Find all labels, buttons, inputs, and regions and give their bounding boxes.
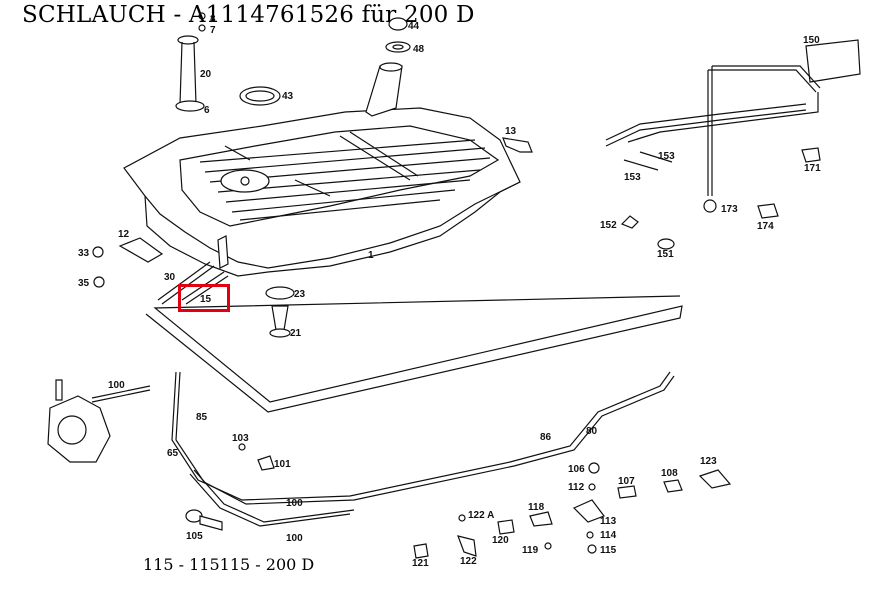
- filler-neck[interactable]: [365, 62, 403, 117]
- label-35: 35: [78, 278, 90, 289]
- label-23: 23: [294, 289, 306, 300]
- strainer-21[interactable]: [269, 305, 291, 338]
- fuel-tank[interactable]: [123, 107, 521, 277]
- highlight-box-part-15: [178, 284, 230, 312]
- label-44: 44: [408, 21, 420, 32]
- label-153-left: 153: [624, 172, 641, 183]
- stud-106[interactable]: [588, 462, 600, 474]
- fuel-sender-unit[interactable]: [175, 12, 206, 112]
- label-173: 173: [721, 204, 738, 215]
- hose-153b[interactable]: [639, 151, 673, 163]
- label-100-bottom: 100: [286, 533, 303, 544]
- label-100-mid: 100: [286, 498, 303, 509]
- washer-114[interactable]: [586, 531, 594, 539]
- label-15: 15: [200, 294, 212, 305]
- screw-122a[interactable]: [458, 514, 466, 522]
- washer-112[interactable]: [588, 483, 596, 491]
- label-85: 85: [196, 412, 208, 423]
- fuel-line-routing: [91, 295, 683, 527]
- tank-cap[interactable]: [385, 17, 411, 53]
- label-12: 12: [118, 229, 130, 240]
- screw-119[interactable]: [544, 542, 552, 550]
- label-151: 151: [657, 249, 674, 260]
- clip-101[interactable]: [257, 455, 275, 471]
- clip-118[interactable]: [529, 511, 553, 527]
- washer-33[interactable]: [92, 246, 104, 258]
- label-13: 13: [505, 126, 517, 137]
- gasket-23[interactable]: [265, 286, 295, 300]
- clamp-120[interactable]: [497, 519, 515, 535]
- nut-35[interactable]: [93, 276, 105, 288]
- label-119: 119: [522, 545, 539, 556]
- label-107: 107: [618, 476, 635, 487]
- label-123: 123: [700, 456, 717, 467]
- label-118: 118: [528, 502, 545, 513]
- canister-150[interactable]: [605, 39, 861, 196]
- label-174: 174: [757, 221, 774, 232]
- tank-seal-ring[interactable]: [239, 86, 281, 106]
- clamp-121[interactable]: [413, 543, 429, 559]
- label-6: 6: [204, 105, 210, 116]
- label-122a: 122 A: [468, 510, 494, 521]
- valve-173[interactable]: [703, 199, 717, 213]
- label-86: 86: [540, 432, 552, 443]
- label-114: 114: [600, 530, 617, 541]
- nut-115[interactable]: [587, 544, 597, 554]
- clamp-107[interactable]: [617, 485, 637, 499]
- label-106: 106: [568, 464, 585, 475]
- label-8: 8: [210, 14, 216, 25]
- bracket-123[interactable]: [698, 469, 732, 489]
- bracket-13[interactable]: [502, 137, 533, 153]
- label-103: 103: [232, 433, 249, 444]
- clip-174[interactable]: [757, 203, 779, 219]
- label-20: 20: [200, 69, 212, 80]
- clamp-108[interactable]: [663, 479, 683, 493]
- label-112: 112: [568, 482, 585, 493]
- hose-153a[interactable]: [623, 159, 659, 171]
- label-115: 115: [600, 545, 617, 556]
- label-21: 21: [290, 328, 302, 339]
- label-101: 101: [274, 459, 291, 470]
- label-43: 43: [282, 91, 294, 102]
- label-65: 65: [167, 448, 179, 459]
- label-33: 33: [78, 248, 90, 259]
- model-caption: 115 - 115115 - 200 D: [143, 555, 315, 574]
- label-7: 7: [210, 25, 216, 36]
- label-105: 105: [186, 531, 203, 542]
- bracket-122[interactable]: [457, 535, 477, 557]
- clip-171[interactable]: [801, 147, 821, 163]
- label-100-top: 100: [108, 380, 125, 391]
- label-113: 113: [600, 516, 617, 527]
- label-121: 121: [412, 558, 429, 569]
- label-48: 48: [413, 44, 425, 55]
- label-152: 152: [600, 220, 617, 231]
- label-120: 120: [492, 535, 509, 546]
- bracket-113[interactable]: [572, 499, 605, 523]
- label-171: 171: [804, 163, 821, 174]
- label-153-right: 153: [658, 151, 675, 162]
- label-80: 80: [586, 426, 598, 437]
- label-1: 1: [368, 250, 374, 261]
- label-30: 30: [164, 272, 176, 283]
- label-150: 150: [803, 35, 820, 46]
- fuel-pump[interactable]: [47, 379, 111, 463]
- screw-103[interactable]: [238, 443, 246, 451]
- grommet-151[interactable]: [657, 238, 675, 250]
- valve-105[interactable]: [185, 509, 223, 531]
- plug-152[interactable]: [620, 215, 639, 229]
- label-108: 108: [661, 468, 678, 479]
- label-122: 122: [460, 556, 477, 567]
- plate-12[interactable]: [118, 237, 164, 263]
